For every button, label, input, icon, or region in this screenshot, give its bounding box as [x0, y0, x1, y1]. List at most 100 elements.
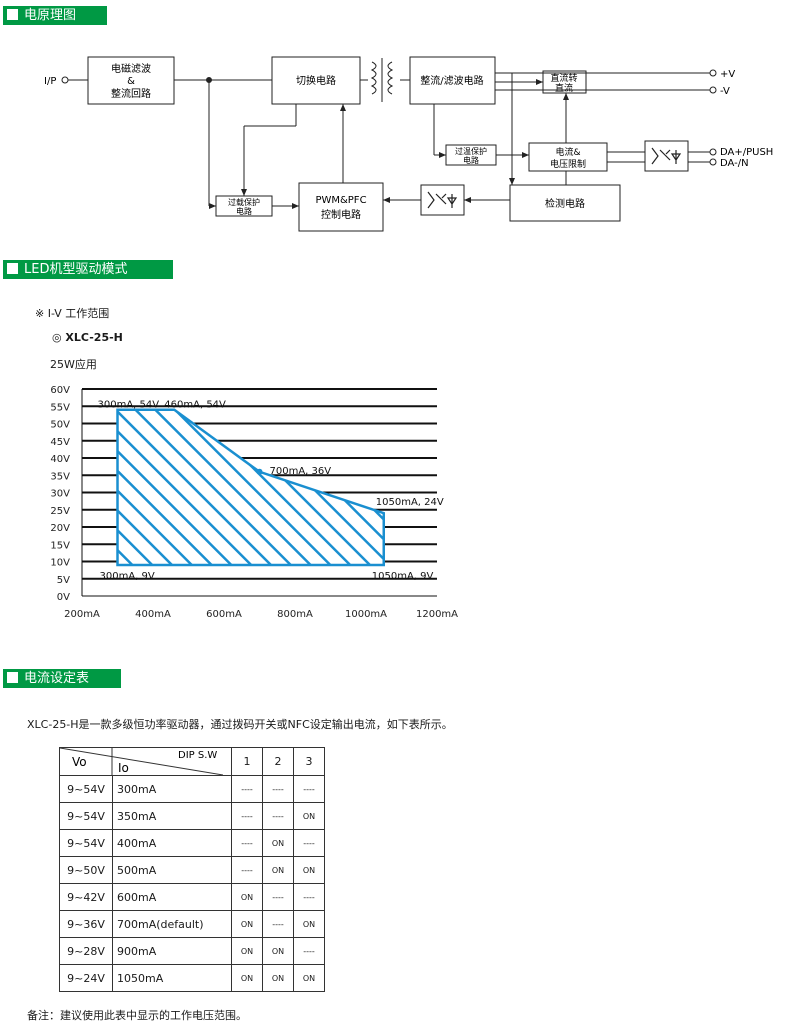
svg-text:切换电路: 切换电路	[296, 74, 336, 87]
cell-switch: ON	[262, 856, 294, 884]
svg-text:+V: +V	[720, 69, 735, 80]
square-icon	[7, 672, 18, 683]
y-tick-label: 15V	[50, 540, 70, 551]
table-note: 备注：建议使用此表中显示的工作电压范围。	[27, 1009, 247, 1022]
annotation-point	[256, 468, 263, 475]
app-label: 25W应用	[50, 358, 97, 371]
svg-text:DA+/PUSH: DA+/PUSH	[720, 147, 773, 158]
y-tick-label: 45V	[50, 437, 70, 448]
svg-text:电路: 电路	[463, 155, 479, 165]
cell-switch: ----	[293, 829, 325, 857]
header-io: Io	[118, 761, 129, 775]
cell-switch: ON	[262, 937, 294, 965]
svg-text:DA-/N: DA-/N	[720, 158, 749, 169]
model-label: ◎ XLC-25-H	[52, 331, 123, 344]
cell-vo: 9~42V	[59, 883, 113, 911]
block-diagram: I/P 电磁滤波 & 整流回路 切换电路 整流/滤波电路 直流转 直流 +V -…	[44, 56, 773, 232]
cell-switch: ----	[231, 802, 263, 830]
svg-text:电磁滤波: 电磁滤波	[111, 62, 151, 75]
cell-switch: ON	[293, 802, 325, 830]
cell-switch: ----	[231, 829, 263, 857]
square-icon	[7, 263, 18, 274]
cell-switch: ON	[231, 910, 263, 938]
section-header-current: 电流设定表	[3, 669, 121, 688]
cell-switch: ON	[293, 964, 325, 992]
cell-io: 700mA(default)	[112, 910, 232, 938]
section-header-led: LED机型驱动模式	[3, 260, 173, 279]
svg-text:过温保护: 过温保护	[455, 146, 487, 156]
svg-text:-V: -V	[720, 86, 730, 97]
annotation-label: 700mA, 36V	[270, 466, 332, 477]
x-tick-label: 400mA	[135, 609, 171, 620]
cell-switch: ----	[262, 802, 294, 830]
cell-io: 1050mA	[112, 964, 232, 992]
table-header-corner: Vo Io DIP S.W	[59, 747, 232, 776]
y-tick-label: 10V	[50, 558, 70, 569]
section-header-schematic: 电原理图	[3, 6, 107, 25]
y-tick-label: 60V	[50, 385, 70, 396]
operating-area	[116, 408, 385, 567]
pwm-box	[298, 182, 384, 232]
svg-text:过载保护: 过载保护	[228, 197, 260, 207]
cell-switch: ----	[293, 937, 325, 965]
svg-text:控制电路: 控制电路	[321, 208, 361, 221]
y-tick-label: 0V	[57, 592, 70, 603]
y-tick-label: 40V	[50, 454, 70, 465]
y-tick-label: 30V	[50, 489, 70, 500]
limit-box	[528, 142, 608, 172]
cell-switch: ----	[262, 775, 294, 803]
input-label: I/P	[44, 76, 56, 87]
x-tick-label: 600mA	[206, 609, 242, 620]
cell-switch: ON	[231, 883, 263, 911]
x-tick-label: 200mA	[64, 609, 100, 620]
y-tick-label: 35V	[50, 471, 70, 482]
svg-text:电路: 电路	[236, 206, 252, 216]
y-tick-label: 25V	[50, 506, 70, 517]
svg-text:直流转: 直流转	[550, 72, 577, 84]
cell-switch: ON	[262, 964, 294, 992]
cell-switch: ----	[293, 775, 325, 803]
cell-switch: ----	[293, 883, 325, 911]
cell-io: 300mA	[112, 775, 232, 803]
cell-switch: ON	[231, 937, 263, 965]
header-col: 2	[262, 747, 294, 776]
svg-text:整流回路: 整流回路	[111, 87, 151, 100]
annotation-label: 300mA, 9V	[100, 571, 155, 582]
svg-text:直流: 直流	[555, 82, 573, 94]
cell-io: 400mA	[112, 829, 232, 857]
table-description: XLC-25-H是一款多级恒功率驱动器，通过拨码开关或NFC设定输出电流，如下表…	[27, 718, 453, 731]
svg-text:电流&: 电流&	[555, 146, 580, 158]
svg-text:电压限制: 电压限制	[550, 158, 586, 170]
cell-switch: ----	[231, 856, 263, 884]
y-tick-label: 55V	[50, 402, 70, 413]
y-tick-label: 5V	[57, 575, 70, 586]
cell-vo: 9~24V	[59, 964, 113, 992]
annotation-label: 300mA, 54V	[98, 400, 160, 411]
annotation-label: 1050mA, 24V	[376, 497, 444, 508]
header-col: 1	[231, 747, 263, 776]
table-header-row: Vo Io DIP S.W 1 2 3	[59, 747, 325, 776]
cell-vo: 9~36V	[59, 910, 113, 938]
header-dip: DIP S.W	[178, 750, 217, 761]
cell-vo: 9~54V	[59, 829, 113, 857]
cell-vo: 9~54V	[59, 775, 113, 803]
cell-vo: 9~28V	[59, 937, 113, 965]
y-tick-label: 50V	[50, 420, 70, 431]
x-tick-label: 1000mA	[345, 609, 387, 620]
cell-vo: 9~50V	[59, 856, 113, 884]
iv-chart: 0V5V10V15V20V25V30V35V40V45V50V55V60V200…	[50, 385, 458, 620]
iv-label: ※ I-V 工作范围	[35, 307, 110, 320]
header-vo: Vo	[72, 755, 87, 769]
header-col: 3	[293, 747, 325, 776]
cell-io: 500mA	[112, 856, 232, 884]
x-tick-label: 1200mA	[416, 609, 458, 620]
svg-text:整流/滤波电路: 整流/滤波电路	[420, 74, 483, 87]
cell-switch: ----	[231, 775, 263, 803]
cell-switch: ----	[262, 883, 294, 911]
